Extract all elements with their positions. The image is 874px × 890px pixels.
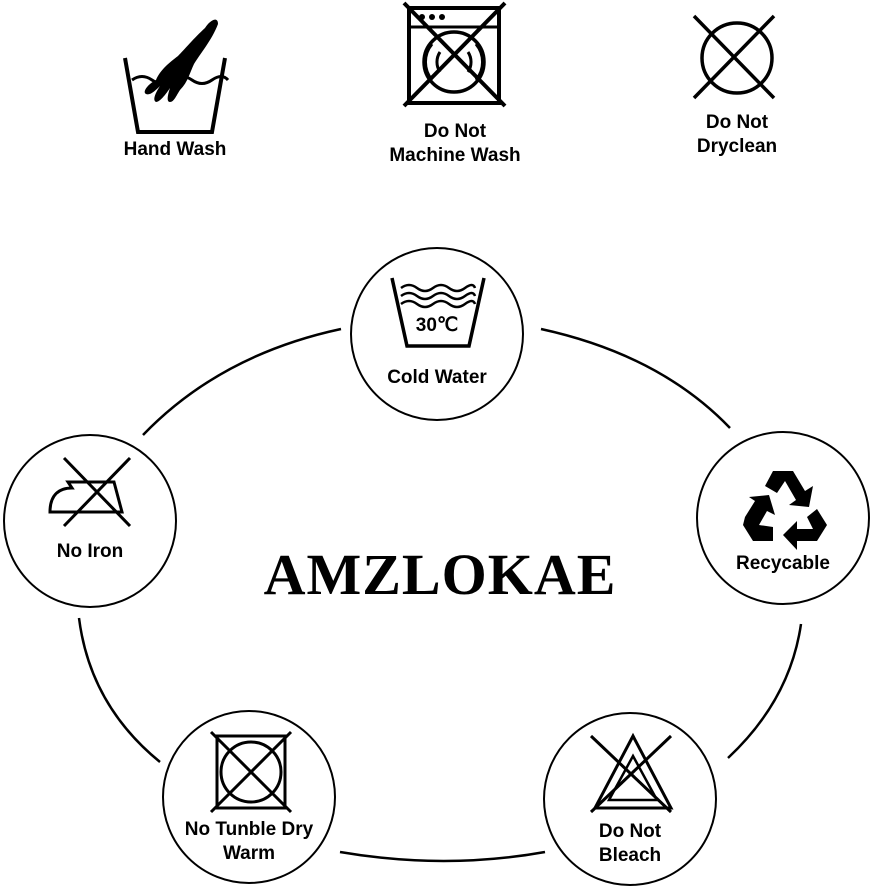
label-hand-wash: Hand Wash — [123, 139, 227, 160]
label-no-tumble-dry: No Tunble Dry Warm — [184, 819, 314, 864]
care-badge-recycable: Recycable — [696, 431, 870, 605]
cold-water-temperature: 30℃ — [415, 315, 459, 336]
label-do-not-dryclean: Do Not Dryclean — [696, 112, 778, 157]
label-do-not-bleach: Do Not Bleach — [598, 821, 662, 866]
hand-wash-tub-icon — [123, 19, 230, 134]
care-badge-cold-water: 30℃ Cold Water — [350, 247, 524, 421]
care-badge-do-not-bleach: Do Not Bleach — [543, 712, 717, 886]
label-do-not-machine-wash: Do Not Machine Wash — [389, 121, 521, 166]
care-item-hand-wash: Hand Wash — [100, 10, 250, 170]
label-recycable: Recycable — [735, 553, 830, 574]
care-badge-no-iron: No Iron — [3, 434, 177, 608]
crossed-tumble-dry-icon — [209, 730, 293, 814]
care-item-do-not-dryclean: Do Not Dryclean — [670, 10, 804, 170]
label-cold-water: Cold Water — [387, 367, 487, 388]
brand-name: AMZLOKAE — [263, 542, 617, 607]
care-badge-no-tumble-dry: No Tunble Dry Warm — [162, 710, 336, 884]
crossed-circle-icon — [692, 14, 776, 100]
crossed-iron-icon — [48, 456, 132, 528]
wash-tub-30c-icon — [390, 277, 486, 348]
care-item-do-not-machine-wash: Do Not Machine Wash — [372, 0, 538, 172]
crossed-triangle-icon — [589, 732, 674, 814]
label-no-iron: No Iron — [56, 541, 124, 562]
crossed-washing-machine-icon — [402, 1, 507, 108]
recycle-icon — [743, 471, 827, 550]
